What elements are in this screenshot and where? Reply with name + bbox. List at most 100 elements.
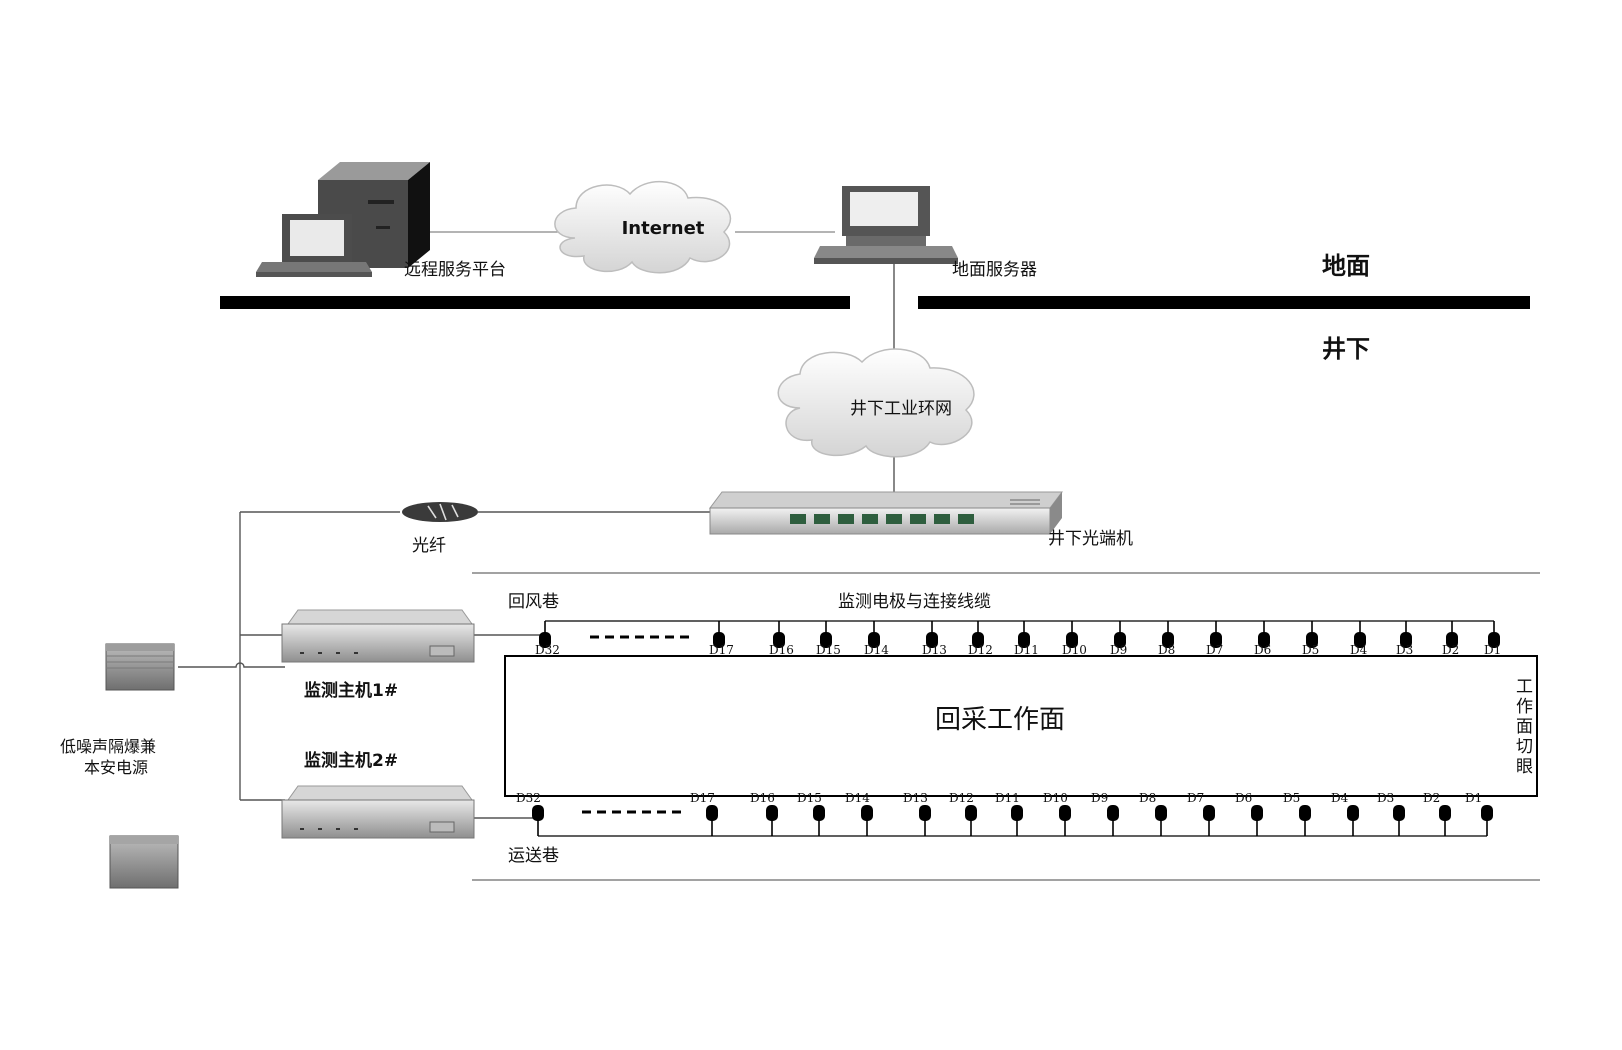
top-electrode-d32: D32 [535, 621, 560, 657]
bottom-electrode-body [1203, 805, 1215, 821]
fiber-label: 光纤 [412, 536, 446, 556]
top-electrode-body [713, 632, 725, 648]
remote-workstation-icon [256, 214, 372, 277]
top-electrode-label: D17 [709, 643, 734, 657]
bottom-electrode-body [1059, 805, 1071, 821]
bottom-electrode-d15: D15 [797, 791, 825, 836]
top-electrode-label: D5 [1302, 643, 1319, 657]
bottom-electrode-label: D6 [1235, 791, 1252, 805]
bottom-electrode-label: D7 [1187, 791, 1204, 805]
bottom-electrode-body [919, 805, 931, 821]
top-electrode-label: D8 [1158, 643, 1175, 657]
bottom-electrode-d2: D2 [1423, 791, 1451, 836]
top-electrode-label: D32 [535, 643, 560, 657]
bottom-electrode-label: D13 [903, 791, 928, 805]
bottom-electrode-body [1347, 805, 1359, 821]
bottom-electrode-d5: D5 [1283, 791, 1311, 836]
underground-label: 井下 [1322, 335, 1370, 363]
top-electrode-body [1258, 632, 1270, 648]
top-electrode-label: D7 [1206, 643, 1223, 657]
bottom-electrode-label: D12 [949, 791, 974, 805]
monitor-host-2-icon [281, 785, 475, 839]
top-electrode-label: D16 [769, 643, 794, 657]
surface-divider-left [220, 296, 850, 309]
bottom-electrode-body [813, 805, 825, 821]
bottom-electrode-label: D1 [1465, 791, 1482, 805]
top-electrode-body [972, 632, 984, 648]
surface-divider-right [918, 296, 1530, 309]
top-electrode-body [1210, 632, 1222, 648]
bottom-electrode-label: D9 [1091, 791, 1108, 805]
top-electrode-body [868, 632, 880, 648]
bottom-electrode-d11: D11 [995, 791, 1023, 836]
surface-label: 地面 [1322, 252, 1370, 280]
bottom-electrode-body [532, 805, 544, 821]
top-electrode-d10: D10 [1062, 621, 1087, 657]
top-electrode-label: D15 [816, 643, 841, 657]
top-electrode-body [926, 632, 938, 648]
top-electrode-label: D11 [1014, 643, 1039, 657]
top-electrode-label: D6 [1254, 643, 1271, 657]
bottom-electrode-d32: D32 [516, 791, 544, 836]
bottom-electrode-label: D17 [690, 791, 715, 805]
bottom-electrode-body [1439, 805, 1451, 821]
internet-cloud-icon [554, 181, 731, 274]
bottom-electrode-label: D32 [516, 791, 541, 805]
top-electrode-label: D14 [864, 643, 889, 657]
bottom-electrode-label: D2 [1423, 791, 1440, 805]
top-electrode-d14: D14 [864, 621, 889, 657]
transport-roadway-label: 运送巷 [508, 846, 559, 866]
cut-eye-label: 工作面切眼 [1516, 677, 1533, 777]
working-face-rect [504, 655, 1538, 797]
bottom-electrode-d4: D4 [1331, 791, 1359, 836]
bottom-electrode-body [1011, 805, 1023, 821]
top-electrode-label: D12 [968, 643, 993, 657]
remote-platform-label: 远程服务平台 [404, 260, 506, 280]
ring-network-cloud-icon [777, 348, 975, 458]
top-electrode-body [1114, 632, 1126, 648]
switch-port-icons [790, 514, 974, 524]
power-supply-box-bottom-icon [109, 835, 179, 889]
electrode-cable-label: 监测电极与连接线缆 [838, 592, 991, 612]
top-electrode-label: D9 [1110, 643, 1127, 657]
top-electrode-d8: D8 [1158, 621, 1175, 657]
line-power-host [178, 662, 285, 668]
bottom-electrode-d8: D8 [1139, 791, 1167, 836]
top-electrode-body [1306, 632, 1318, 648]
bottom-electrode-label: D5 [1283, 791, 1300, 805]
top-electrode-body [1066, 632, 1078, 648]
top-electrode-label: D3 [1396, 643, 1413, 657]
bottom-electrode-d10: D10 [1043, 791, 1071, 836]
top-electrode-d16: D16 [769, 621, 794, 657]
top-electrode-body [1354, 632, 1366, 648]
top-electrode-body [820, 632, 832, 648]
bottom-electrode-label: D14 [845, 791, 870, 805]
bottom-electrode-body [1393, 805, 1405, 821]
monitor-host-1-icon [281, 609, 475, 663]
top-electrode-body [1488, 632, 1500, 648]
bottom-electrode-body [965, 805, 977, 821]
optical-terminal-switch-icon [709, 491, 1063, 535]
return-roadway-label: 回风巷 [508, 592, 559, 612]
fiber-connector-icon [402, 502, 478, 522]
bottom-electrode-body [1299, 805, 1311, 821]
top-electrode-label: D10 [1062, 643, 1087, 657]
top-electrode-d4: D4 [1350, 621, 1368, 657]
monitor-host-2-label: 监测主机2# [304, 750, 398, 771]
bottom-electrode-d14: D14 [845, 791, 873, 836]
bottom-electrode-d1: D1 [1465, 791, 1493, 836]
ground-server-label: 地面服务器 [952, 260, 1037, 280]
top-electrode-body [1400, 632, 1412, 648]
bottom-electrode-label: D4 [1331, 791, 1349, 805]
top-electrode-d17: D17 [709, 621, 734, 657]
optical-terminal-label: 井下光端机 [1048, 529, 1133, 549]
top-electrode-d5: D5 [1302, 621, 1319, 657]
top-electrode-label: D4 [1350, 643, 1368, 657]
top-electrode-d1: D1 [1484, 621, 1501, 657]
bottom-electrode-body [1481, 805, 1493, 821]
bottom-electrode-label: D15 [797, 791, 822, 805]
top-electrode-body [1018, 632, 1030, 648]
